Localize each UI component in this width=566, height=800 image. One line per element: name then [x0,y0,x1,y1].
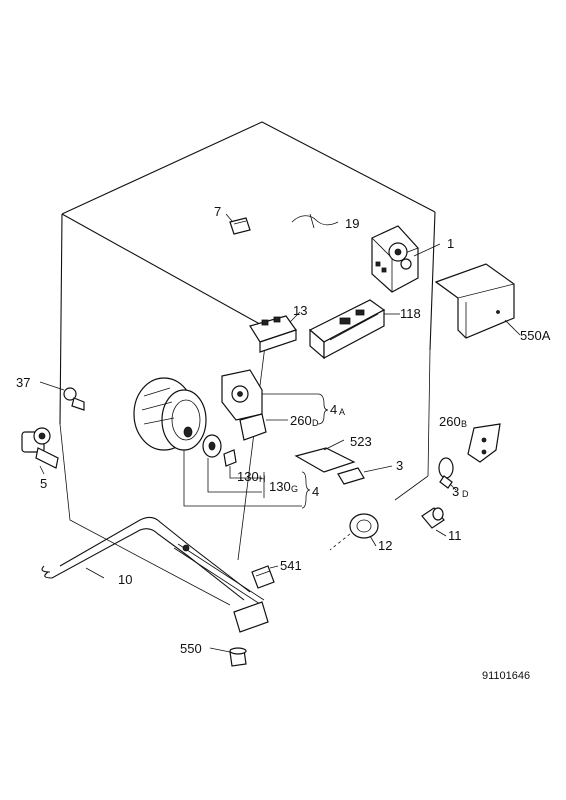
part-541-connector [251,565,279,589]
label-541: 541 [280,558,302,573]
part-260D-bracket [239,413,288,441]
cabinet-outline [59,121,436,606]
part-3D-thermostat [438,457,457,491]
leader-4 [183,450,302,507]
label-260B-sub: B [461,419,467,429]
label-130G-sub: G [291,484,298,494]
part-3-sensor [337,465,393,485]
label-37: 37 [16,375,30,390]
label-260D-main: 260 [290,413,312,428]
part-523-bracket [294,439,356,473]
part-7-connector [225,213,251,235]
label-118: 118 [400,306,421,321]
label-523: 523 [350,434,372,449]
part-550A-cover-box [434,263,521,339]
part-37-hose-clamp [39,381,85,411]
part-550-foot [209,647,247,667]
brace-4 [301,471,311,509]
part-11-capacitor [421,507,447,537]
part-19-wire-clip [291,213,339,229]
part-4-motor [133,377,207,451]
label-130H-main: 130 [237,469,259,484]
label-19: 19 [345,216,359,231]
label-130G-main: 130 [269,479,291,494]
label-10: 10 [118,572,132,587]
label-4A-main: 4 [330,402,337,417]
label-7: 7 [214,204,221,219]
label-130H-sub: H [259,474,266,484]
label-3D-sub: D [462,489,469,499]
part-13-switch-block [249,311,301,353]
label-12: 12 [378,538,392,553]
brace-4A [317,393,329,425]
label-550A: 550A [520,328,551,343]
label-5: 5 [40,476,47,491]
label-4: 4 [312,484,319,499]
part-260B-bracket [467,423,501,463]
part-130H-filter [202,434,262,479]
part-12-pressure-switch [329,513,379,551]
part-4A-pump [221,369,318,421]
label-1: 1 [447,236,454,251]
label-550: 550 [180,641,202,656]
label-3D-main: 3 [452,484,459,499]
part-130G-housing [207,458,262,493]
drawing-reference-number: 91101646 [482,670,530,682]
part-10-heating-element [41,516,269,633]
label-11: 11 [448,528,462,543]
label-3: 3 [396,458,403,473]
part-1-timer [371,225,441,293]
part-118-control-board [308,299,400,360]
label-13: 13 [293,303,307,318]
label-260D-sub: D [312,418,319,428]
part-5-inlet-valve [21,427,59,475]
label-4A-sub: A [339,407,345,417]
label-260B-main: 260 [439,414,461,429]
